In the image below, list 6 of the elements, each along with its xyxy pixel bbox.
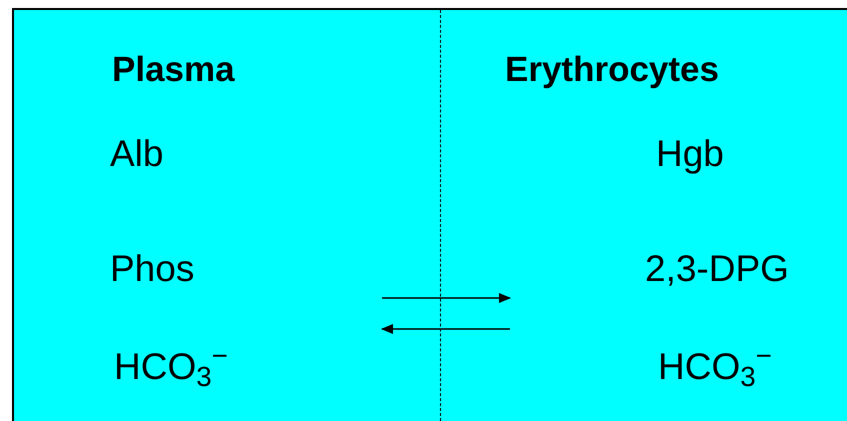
solute-label: Alb (110, 135, 164, 172)
solute-label: Hgb (656, 135, 724, 172)
solute-label: 2,3-DPG (645, 250, 789, 287)
compartment-heading: Erythrocytes (505, 52, 719, 87)
solute-label: Phos (110, 250, 194, 287)
compartment-heading: Plasma (112, 52, 235, 87)
